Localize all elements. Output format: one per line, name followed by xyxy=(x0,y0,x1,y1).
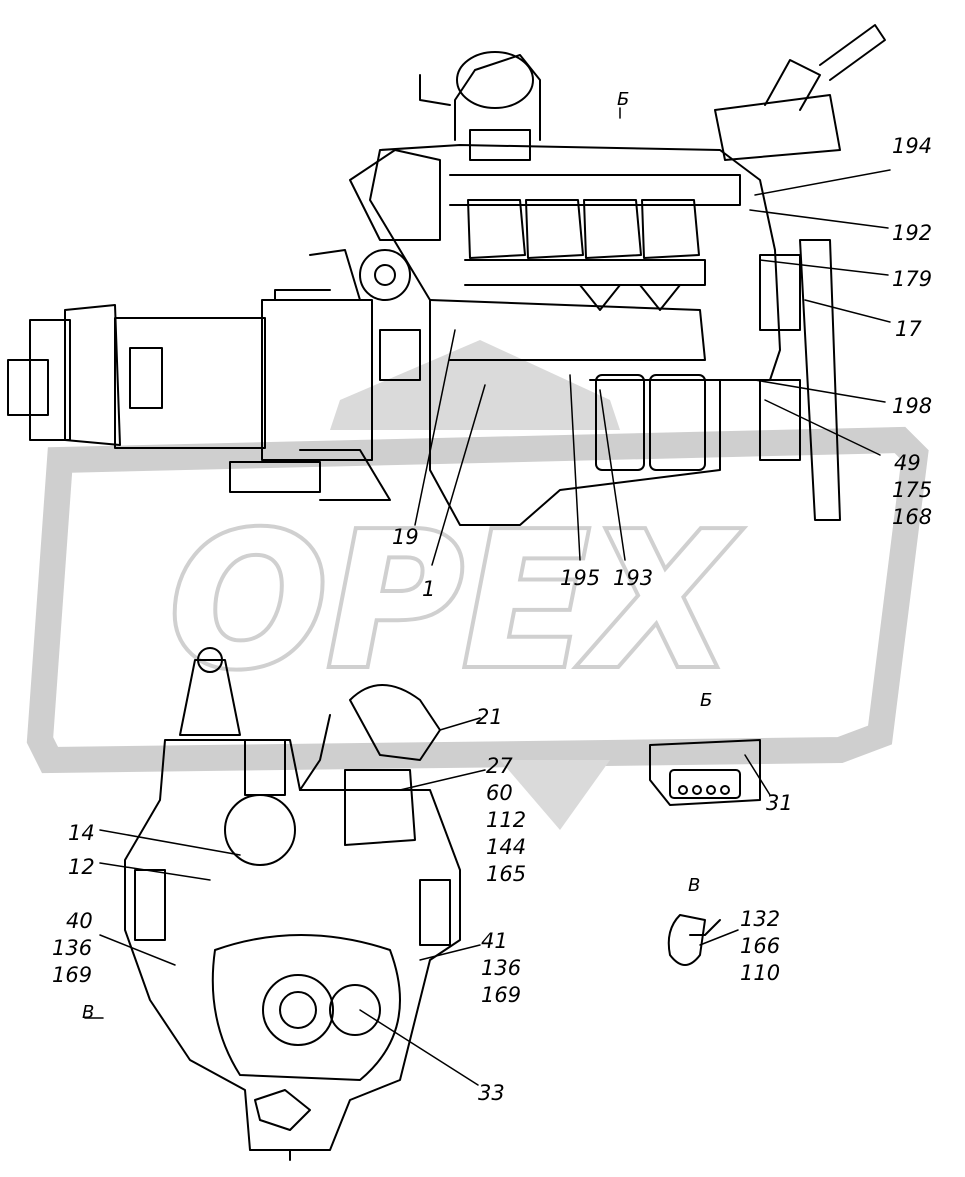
callout-40: 40 xyxy=(66,909,93,933)
view-label-v-detail: В xyxy=(688,875,701,896)
callout-194: 194 xyxy=(892,134,933,158)
cylinder-heads xyxy=(464,199,706,311)
callout-group-41: 41 136 169 xyxy=(481,928,521,1009)
callout-33: 33 xyxy=(478,1081,505,1105)
view-label-b-top: Б xyxy=(617,89,630,110)
callout-169-left: 169 xyxy=(52,963,93,987)
detail-v-sensor xyxy=(667,914,721,966)
callout-60: 60 xyxy=(486,781,513,805)
callout-166: 166 xyxy=(740,934,781,958)
callout-198: 198 xyxy=(892,394,933,418)
callout-179: 179 xyxy=(892,267,933,291)
fan-pulley xyxy=(719,239,841,521)
callout-136-left: 136 xyxy=(52,936,93,960)
callout-17: 17 xyxy=(895,317,922,341)
view-label-v-arrow: В xyxy=(82,1002,95,1023)
callout-27: 27 xyxy=(486,754,513,778)
callout-31: 31 xyxy=(766,791,793,815)
callout-group-132: 132 166 110 xyxy=(740,906,780,987)
engine-block xyxy=(309,51,781,526)
callout-132: 132 xyxy=(740,907,781,931)
callout-21: 21 xyxy=(476,705,503,729)
callout-136-right: 136 xyxy=(481,956,522,980)
callout-195: 195 xyxy=(560,566,601,590)
callout-49: 49 xyxy=(894,451,921,475)
callout-175: 175 xyxy=(892,478,933,502)
detail-b-connector xyxy=(649,739,761,806)
watermark-text: OPEX xyxy=(170,493,740,709)
callout-192: 192 xyxy=(892,221,933,245)
callout-1: 1 xyxy=(422,577,436,601)
callout-group-27: 27 60 112 144 165 xyxy=(486,753,526,888)
fuel-filters xyxy=(589,374,721,471)
callout-14: 14 xyxy=(68,821,95,845)
view-arrows xyxy=(84,107,621,1019)
leader-lines xyxy=(99,169,891,1086)
callout-168: 168 xyxy=(892,505,933,529)
front-view-engine xyxy=(124,647,461,1161)
callout-group-49: 49 175 168 xyxy=(892,450,932,531)
callout-169-right: 169 xyxy=(481,983,522,1007)
watermark-text-fill: OPEX xyxy=(170,493,740,709)
callout-110: 110 xyxy=(740,961,781,985)
callout-144: 144 xyxy=(486,835,527,859)
shift-lever xyxy=(714,24,886,161)
callout-group-40: 40 136 169 xyxy=(52,908,93,989)
callout-193: 193 xyxy=(613,566,654,590)
gearbox-housing xyxy=(7,289,421,501)
view-label-b-detail: Б xyxy=(700,690,713,711)
callout-12: 12 xyxy=(68,855,95,879)
callout-19: 19 xyxy=(392,525,419,549)
callout-41: 41 xyxy=(481,929,508,953)
callout-112: 112 xyxy=(486,808,527,832)
callout-165: 165 xyxy=(486,862,527,886)
